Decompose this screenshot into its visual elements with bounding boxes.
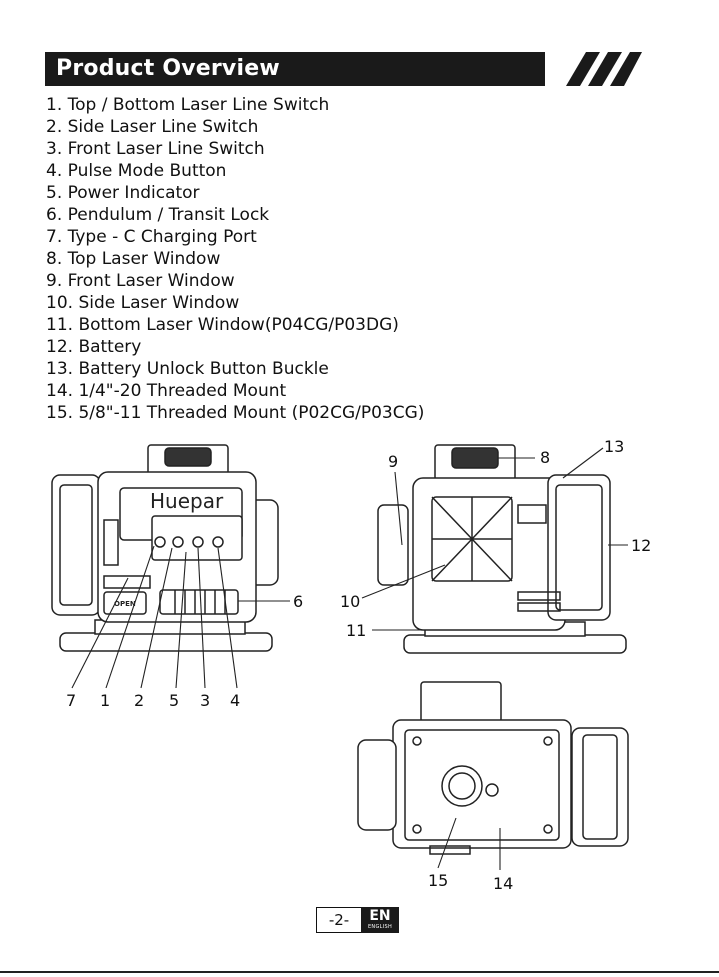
callout-3: 3 (200, 691, 210, 710)
header-slash-decoration (566, 52, 642, 86)
list-item: 13. Battery Unlock Button Buckle (46, 359, 329, 379)
side-view-illustration (377, 444, 627, 654)
callout-4: 4 (230, 691, 240, 710)
list-item: 14. 1/4"-20 Threaded Mount (46, 381, 287, 401)
list-item: 10. Side Laser Window (46, 293, 240, 313)
page-number: -2- (316, 907, 362, 933)
callout-10: 10 (340, 592, 360, 611)
list-item: 9. Front Laser Window (46, 271, 235, 291)
callout-8: 8 (540, 448, 550, 467)
side-view-leader-lines (361, 447, 628, 631)
list-item: 15. 5/8"-11 Threaded Mount (P02CG/P03CG) (46, 403, 425, 423)
callout-1: 1 (100, 691, 110, 710)
list-item: 11. Bottom Laser Window(P04CG/P03DG) (46, 315, 399, 335)
callout-9: 9 (388, 452, 398, 471)
language-code: EN (369, 908, 391, 924)
device-brand-label: Huepar (150, 489, 224, 513)
callout-12: 12 (631, 536, 651, 555)
language-badge: EN ENGLISH (361, 907, 399, 933)
product-illustrations: Huepar OPEN 7 1 2 5 3 4 6 (51, 437, 651, 893)
section-header-bar (45, 52, 545, 86)
list-item: 4. Pulse Mode Button (46, 161, 227, 181)
section-title: Product Overview (56, 56, 280, 81)
callout-14: 14 (493, 874, 513, 893)
front-view-illustration (51, 444, 279, 652)
list-item: 5. Power Indicator (46, 183, 200, 203)
callout-7: 7 (66, 691, 76, 710)
list-item: 12. Battery (46, 337, 142, 357)
callout-6: 6 (293, 592, 303, 611)
list-item: 1. Top / Bottom Laser Line Switch (46, 95, 330, 115)
device-lock-label: OPEN (114, 600, 136, 608)
callout-11: 11 (346, 621, 366, 640)
list-item: 6. Pendulum / Transit Lock (46, 205, 270, 225)
callout-13: 13 (604, 437, 624, 456)
list-item: 3. Front Laser Line Switch (46, 139, 265, 159)
bottom-view-illustration (357, 681, 629, 855)
front-view-leader-lines (71, 545, 290, 689)
list-item: 8. Top Laser Window (46, 249, 221, 269)
part-list: 1. Top / Bottom Laser Line Switch 2. Sid… (46, 94, 424, 424)
callout-15: 15 (428, 871, 448, 890)
bottom-divider (0, 971, 719, 973)
bottom-view-leader-lines (437, 817, 501, 870)
callout-5: 5 (169, 691, 179, 710)
callout-2: 2 (134, 691, 144, 710)
list-item: 2. Side Laser Line Switch (46, 117, 259, 137)
list-item: 7. Type - C Charging Port (46, 227, 257, 247)
language-name: ENGLISH (367, 924, 393, 930)
